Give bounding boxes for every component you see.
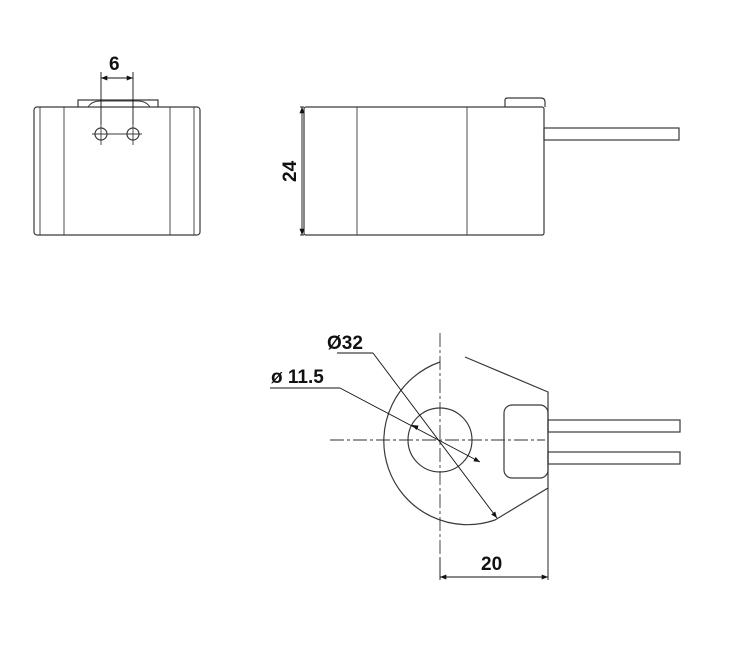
top-view: Ø32 ø 11.5 20 — [270, 333, 681, 580]
dim-outer-diameter: Ø32 — [327, 333, 363, 354]
side-view: 24 — [280, 97, 680, 236]
dim-center-to-face: 20 — [481, 554, 502, 575]
front-view: 6 — [33, 54, 201, 236]
dim-height: 24 — [280, 160, 301, 182]
lead-wire-2 — [547, 451, 681, 465]
connector-block — [503, 404, 549, 479]
lead-wire — [543, 127, 680, 141]
dim-pin-spacing: 6 — [109, 54, 120, 75]
dim-bore-diameter: ø 11.5 — [271, 367, 324, 388]
lead-wire-1 — [547, 419, 681, 433]
